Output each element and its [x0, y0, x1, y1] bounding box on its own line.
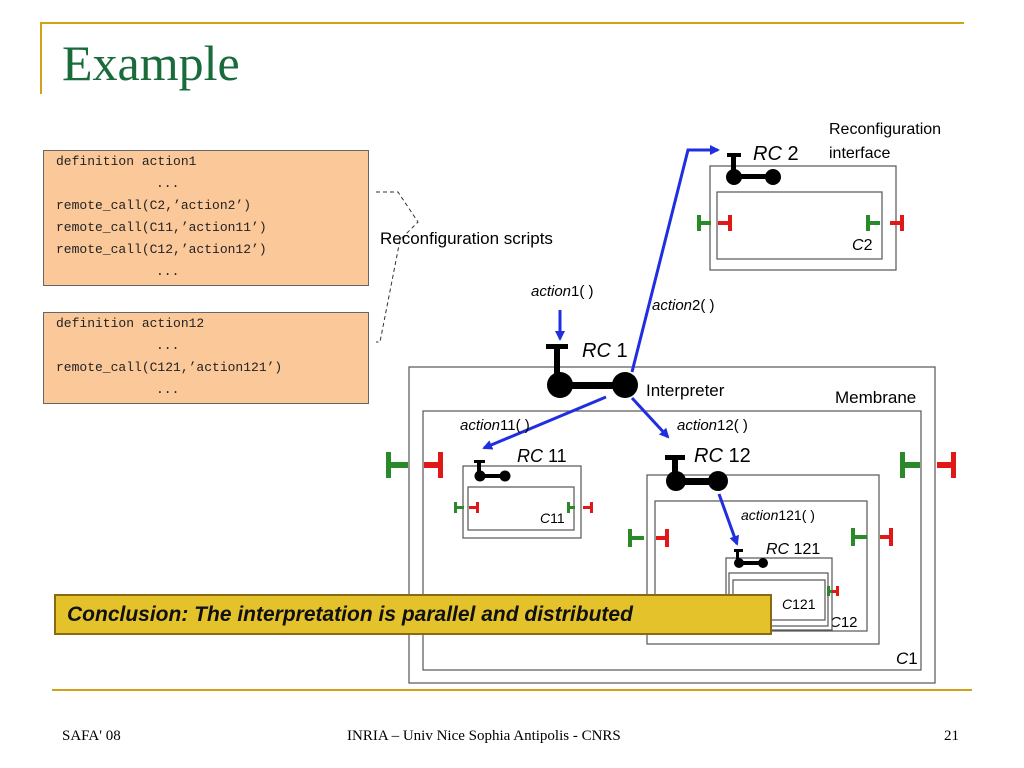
rc121-controller — [734, 549, 768, 568]
slide-title: Example — [62, 35, 240, 91]
membrane-label: Membrane — [835, 388, 916, 407]
action1-label: action1( ) — [531, 283, 594, 300]
footer-left: SAFA' 08 — [62, 728, 121, 744]
rc12-controller — [665, 455, 728, 491]
c121-interfaces — [827, 586, 839, 596]
rc11-controller — [474, 460, 511, 482]
code-line: ... — [156, 264, 180, 279]
action121-label: action121( ) — [741, 507, 815, 523]
code-line: ... — [156, 176, 180, 191]
c11-content — [467, 486, 575, 531]
code-line: remote_call(C121,’action121’) — [56, 360, 283, 375]
script-box-action12: definition action12 ... remote_call(C121… — [43, 312, 369, 404]
c12-interfaces — [628, 528, 893, 547]
rc2-label: RC 2 — [753, 143, 799, 165]
c11-label: C11 — [540, 510, 565, 526]
c1-server-interface-right — [900, 452, 920, 478]
top-rule — [40, 22, 964, 24]
page-number: 21 — [944, 728, 959, 744]
c1-client-interface-right — [937, 452, 956, 478]
code-line: remote_call(C2,’action2’) — [56, 198, 252, 213]
bottom-rule — [52, 689, 972, 691]
c2-content — [716, 191, 883, 260]
rc12-label: RC 12 — [694, 445, 751, 467]
action12-label: action12( ) — [677, 417, 748, 434]
action2-label: action2( ) — [652, 297, 715, 314]
code-line: ... — [156, 382, 180, 397]
reconfig-interface-label-1: Reconfiguration — [829, 121, 941, 138]
c12-label: C12 — [830, 614, 858, 631]
c11-interfaces — [454, 502, 593, 513]
code-line: definition action1 — [56, 154, 197, 169]
action11-label: action11( ) — [460, 417, 530, 434]
c2-interfaces — [697, 215, 904, 231]
interpreter-label: Interpreter — [646, 381, 725, 400]
rc121-label: RC 121 — [766, 541, 820, 558]
rc1-controller — [546, 344, 638, 398]
script-box-action1: definition action1 ... remote_call(C2,’a… — [43, 150, 369, 286]
footer-center: INRIA – Univ Nice Sophia Antipolis - CNR… — [347, 728, 621, 744]
rc1-label: RC 1 — [582, 340, 628, 362]
rc11-label: RC 11 — [517, 446, 567, 466]
code-line: remote_call(C12,’action12’) — [56, 242, 267, 257]
left-rule — [40, 22, 42, 94]
action121-arrow — [717, 493, 739, 546]
action2-arrow — [630, 145, 720, 373]
code-line: definition action12 — [56, 316, 205, 331]
action12-arrow — [630, 396, 670, 439]
scripts-bracket — [376, 191, 419, 343]
c1-client-interface — [424, 452, 443, 478]
rc2-controller — [726, 153, 781, 185]
c121-label: C121 — [782, 596, 816, 612]
action11-arrow — [482, 395, 607, 450]
c1-server-interface — [386, 452, 408, 478]
code-line: remote_call(C11,’action11’) — [56, 220, 267, 235]
scripts-label: Reconfiguration scripts — [380, 229, 553, 248]
c2-label: C2 — [852, 237, 873, 254]
reconfig-interface-label-2: interface — [829, 145, 890, 162]
code-line: ... — [156, 338, 180, 353]
c1-label: C1 — [896, 649, 918, 668]
conclusion-banner: Conclusion: The interpretation is parall… — [54, 594, 772, 635]
